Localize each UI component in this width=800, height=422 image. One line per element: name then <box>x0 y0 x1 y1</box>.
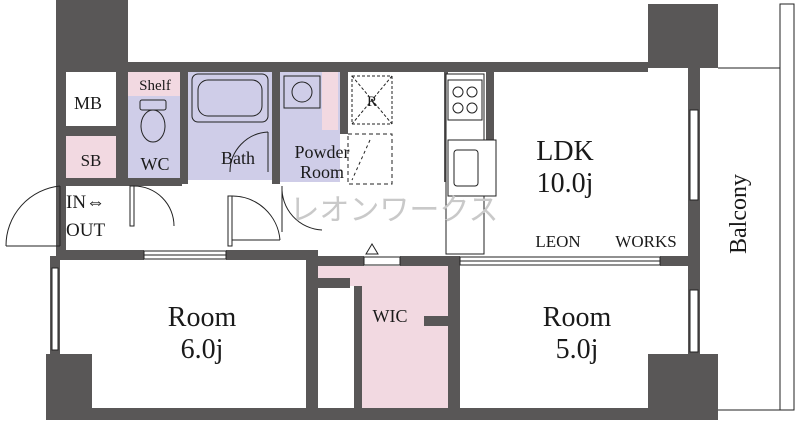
room1-name: Room <box>168 302 237 333</box>
ldk-size: 10.0j <box>537 168 594 199</box>
wic-label: WIC <box>373 306 408 326</box>
balcony-rail <box>779 3 795 411</box>
wc-label: WC <box>141 154 170 174</box>
watermark: レオンワークス <box>289 193 498 228</box>
brand-works: WORKS <box>615 232 676 251</box>
brand-leon: LEON <box>535 232 580 251</box>
shelf-label: Shelf <box>139 78 171 94</box>
room1-size: 6.0j <box>181 334 224 365</box>
fixtures <box>139 73 497 255</box>
sb-fill <box>66 136 116 180</box>
balcony-label: Balcony <box>726 174 752 254</box>
fridge-label: R <box>367 94 377 110</box>
wic-fill <box>318 266 448 410</box>
sb-label: SB <box>81 151 102 170</box>
shelf-fill <box>128 72 180 96</box>
in-out-label-bottom: OUT <box>66 220 105 241</box>
powder-shelf-fill <box>322 72 338 130</box>
windows <box>51 109 699 353</box>
bath-label: Bath <box>221 148 255 168</box>
ldk-name: LDK <box>536 136 594 167</box>
in-out-label-top: IN⇔ <box>66 192 105 213</box>
doors <box>5 131 661 266</box>
powder-label-1: Powder <box>295 142 350 162</box>
mb-label: MB <box>74 93 102 113</box>
room2-size: 5.0j <box>556 334 599 365</box>
room2-name: Room <box>543 302 612 333</box>
powder-label-2: Room <box>300 162 344 182</box>
